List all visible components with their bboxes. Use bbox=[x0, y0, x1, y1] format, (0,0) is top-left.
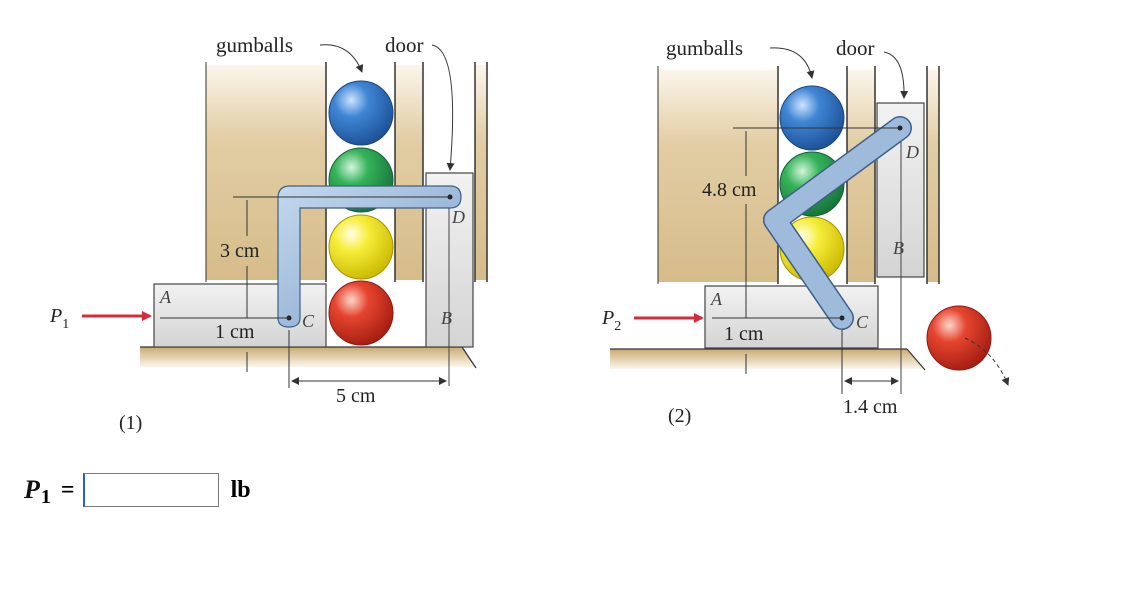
fig1-diagram: gumballs door 3 cm 1 cm 5 cm A B C D P1 … bbox=[49, 33, 488, 434]
fig1-point-c: C bbox=[302, 311, 315, 331]
fig2-caption: (2) bbox=[668, 405, 691, 427]
fig1-point-d: D bbox=[451, 207, 465, 227]
fig2-door-label: door bbox=[836, 36, 875, 60]
fig1-point-a: A bbox=[159, 287, 172, 307]
fig2-gumball-red-falling bbox=[926, 305, 992, 371]
fig2-point-b: B bbox=[893, 238, 904, 258]
fig1-force-label: P1 bbox=[49, 305, 69, 332]
fig1-dim-arm: 1 cm bbox=[215, 321, 255, 343]
fig2-point-d: D bbox=[905, 142, 919, 162]
answer-unit: lb bbox=[230, 476, 251, 503]
gumball-machine-figure: gumballs door 3 cm 1 cm 5 cm A B C D P1 … bbox=[49, 33, 1010, 434]
fig2-dim-arm: 1 cm bbox=[724, 323, 764, 345]
fig1-door-channel bbox=[395, 65, 423, 280]
fig2-point-c: C bbox=[856, 312, 869, 332]
fig1-ground bbox=[140, 347, 475, 367]
answer-equals: = bbox=[60, 476, 75, 503]
fig2-dim-height: 4.8 cm bbox=[702, 179, 757, 201]
fig1-lever bbox=[277, 185, 462, 328]
fig1-dim-width: 5 cm bbox=[336, 385, 376, 407]
fig2-gumballs-label: gumballs bbox=[666, 36, 743, 60]
fig1-dim-height: 3 cm bbox=[220, 240, 260, 262]
fig2-diagram: gumballs door 4.8 cm 1 cm 1.4 cm A B C D… bbox=[601, 36, 1010, 427]
fig2-gumball-blue bbox=[779, 85, 845, 151]
fig2-right-wall bbox=[927, 70, 939, 282]
fig1-gumballs-label: gumballs bbox=[216, 33, 293, 57]
fig2-force-label: P2 bbox=[601, 307, 621, 334]
fig1-point-b: B bbox=[441, 308, 452, 328]
fig2-left-wall bbox=[658, 70, 778, 282]
gumball-blue bbox=[328, 80, 394, 146]
answer-input[interactable] bbox=[82, 473, 219, 507]
fig1-door-label: door bbox=[385, 33, 424, 57]
answer-variable-subscript: 1 bbox=[40, 485, 51, 508]
fig2-point-a: A bbox=[710, 289, 723, 309]
fig2-ground bbox=[610, 349, 924, 369]
fig1-left-wall bbox=[206, 65, 326, 280]
answer-variable: P bbox=[24, 475, 40, 504]
gumball-red bbox=[328, 280, 394, 346]
gumball-yellow bbox=[328, 214, 394, 280]
fig1-caption: (1) bbox=[119, 412, 142, 434]
fig2-dim-width: 1.4 cm bbox=[843, 396, 898, 418]
fig1-right-wall bbox=[475, 65, 487, 280]
